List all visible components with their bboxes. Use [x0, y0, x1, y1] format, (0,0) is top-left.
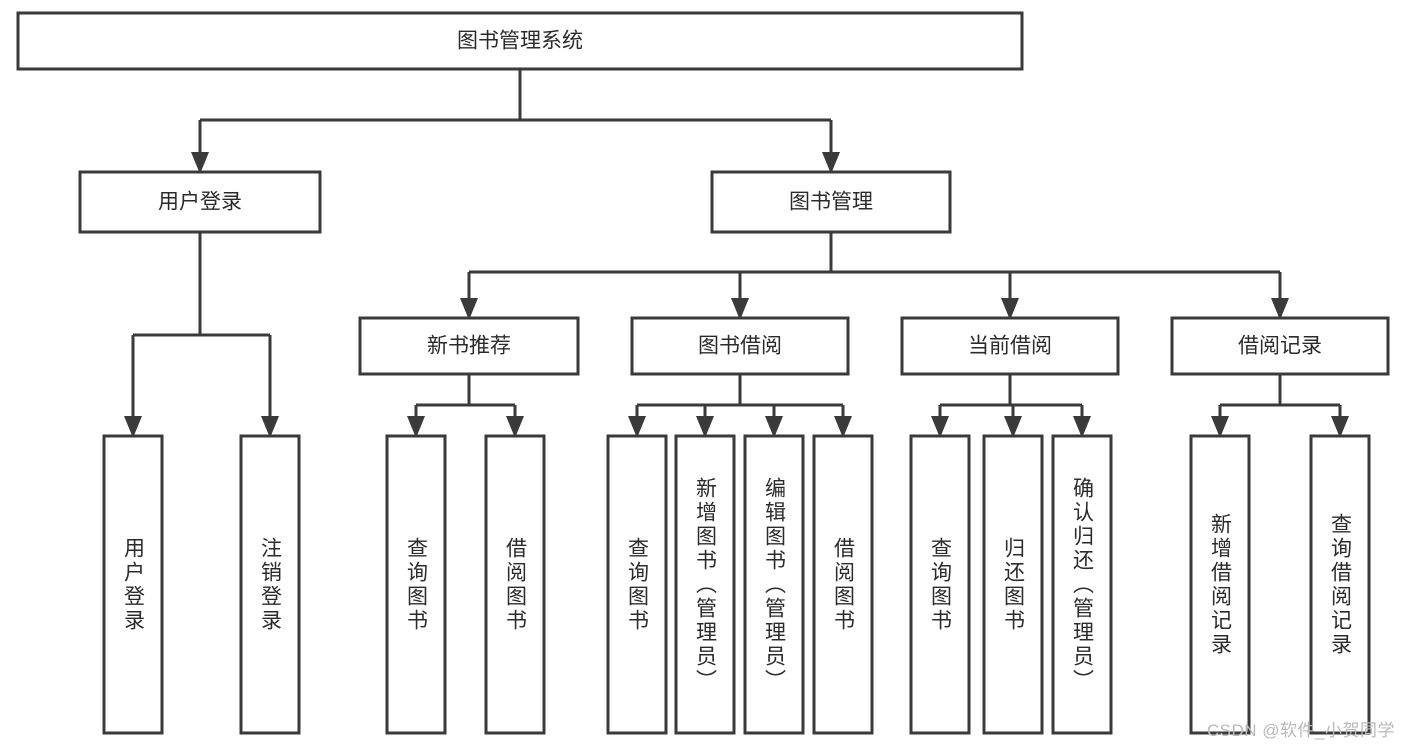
node-box-leaf-query-book-cur[interactable] [909, 434, 971, 735]
node-label-container-leaf-return-book: 归还图书 [986, 438, 1040, 731]
arrow-head-icon-leaf-query-borrow-record [1331, 416, 1349, 438]
node-label-leaf-query-book-borrow: 查询图书 [625, 536, 649, 633]
node-label-wrap-leaf-query-book-cur: 查询图书 [913, 438, 967, 731]
node-label-current-borrow: 当前借阅 [968, 335, 1052, 358]
node-box-leaf-query-borrow-record[interactable] [1309, 434, 1371, 735]
node-label-leaf-query-borrow-record: 查询借阅记录 [1328, 512, 1352, 657]
node-label-leaf-borrow-book: 借阅图书 [831, 536, 855, 633]
node-box-new-book-recommend[interactable] [358, 316, 580, 376]
node-label-root: 图书管理系统 [457, 30, 583, 53]
node-label-wrap-leaf-user-login: 用户登录 [106, 438, 160, 731]
node-label-leaf-borrow-book-rec: 借阅图书 [503, 536, 527, 633]
node-label-container-leaf-borrow-book-rec: 借阅图书 [488, 438, 542, 731]
arrow-head-icon-current-borrow [1001, 298, 1019, 320]
node-label-leaf-user-login: 用户登录 [121, 536, 145, 633]
node-label-wrap-leaf-query-book-rec: 查询图书 [389, 438, 443, 731]
arrow-head-icon-leaf-edit-book-admin [765, 416, 783, 438]
boxes-layer: 图书管理系统用户登录图书管理新书推荐图书借阅当前借阅借阅记录用户登录注销登录查询… [16, 11, 1390, 735]
node-label-container-leaf-edit-book-admin: 编辑图书（管理员） [747, 438, 801, 731]
arrow-head-icon-leaf-query-book-rec [407, 416, 425, 438]
node-box-leaf-confirm-return-admin[interactable] [1051, 434, 1113, 735]
node-box-leaf-borrow-book[interactable] [812, 434, 874, 735]
node-label-user-login: 用户登录 [158, 191, 242, 214]
node-label-container-leaf-query-book-rec: 查询图书 [389, 438, 443, 731]
node-box-leaf-borrow-book-rec[interactable] [484, 434, 546, 735]
node-box-book-manage[interactable] [710, 170, 952, 234]
node-box-current-borrow[interactable] [900, 316, 1120, 376]
connectors-layer [124, 69, 1349, 438]
arrow-head-icon-new-book-recommend [460, 298, 478, 320]
arrow-head-icon-leaf-user-logout [261, 416, 279, 438]
node-label-borrow-record: 借阅记录 [1238, 335, 1322, 358]
node-label-container-leaf-query-book-cur: 查询图书 [913, 438, 967, 731]
node-box-borrow-record[interactable] [1170, 316, 1390, 376]
arrow-head-icon-leaf-add-book-admin [696, 416, 714, 438]
node-label-leaf-return-book: 归还图书 [1001, 536, 1025, 633]
node-label-wrap-leaf-query-book-borrow: 查询图书 [610, 438, 664, 731]
node-box-root[interactable] [16, 11, 1024, 71]
arrow-head-icon-leaf-return-book [1004, 416, 1022, 438]
node-label-container-leaf-query-borrow-record: 查询借阅记录 [1313, 438, 1367, 731]
arrow-head-icon-user-login [191, 152, 209, 174]
node-label-wrap-leaf-borrow-book-rec: 借阅图书 [488, 438, 542, 731]
node-label-book-manage: 图书管理 [789, 191, 873, 214]
node-label-leaf-query-book-cur: 查询图书 [928, 536, 952, 633]
arrow-head-icon-leaf-query-book-borrow [628, 416, 646, 438]
node-box-book-borrow[interactable] [630, 316, 850, 376]
node-box-leaf-return-book[interactable] [982, 434, 1044, 735]
node-box-leaf-user-login[interactable] [102, 434, 164, 735]
node-label-leaf-edit-book-admin: 编辑图书（管理员） [762, 476, 786, 693]
arrow-head-icon-leaf-confirm-return-admin [1073, 416, 1091, 438]
node-label-wrap-leaf-edit-book-admin: 编辑图书（管理员） [747, 438, 801, 731]
node-label-container-leaf-add-borrow-record: 新增借阅记录 [1193, 438, 1247, 731]
node-label-book-borrow: 图书借阅 [698, 335, 782, 358]
node-label-wrap-leaf-borrow-book: 借阅图书 [816, 438, 870, 731]
node-box-leaf-add-borrow-record[interactable] [1189, 434, 1251, 735]
node-label-new-book-recommend: 新书推荐 [427, 335, 511, 358]
node-label-wrap-leaf-add-borrow-record: 新增借阅记录 [1193, 438, 1247, 731]
node-label-container-leaf-user-logout: 注销登录 [243, 438, 297, 731]
arrow-head-icon-leaf-add-borrow-record [1211, 416, 1229, 438]
node-label-container-leaf-query-book-borrow: 查询图书 [610, 438, 664, 731]
arrow-head-icon-leaf-query-book-cur [931, 416, 949, 438]
arrow-head-icon-leaf-user-login [124, 416, 142, 438]
node-box-leaf-add-book-admin[interactable] [674, 434, 736, 735]
node-box-leaf-query-book-borrow[interactable] [606, 434, 668, 735]
node-box-leaf-user-logout[interactable] [239, 434, 301, 735]
node-label-leaf-query-book-rec: 查询图书 [404, 536, 428, 633]
node-label-wrap-leaf-confirm-return-admin: 确认归还（管理员） [1055, 438, 1109, 731]
node-box-leaf-query-book-rec[interactable] [385, 434, 447, 735]
node-label-leaf-user-logout: 注销登录 [258, 536, 282, 633]
node-label-leaf-add-borrow-record: 新增借阅记录 [1208, 512, 1232, 657]
node-label-leaf-add-book-admin: 新增图书（管理员） [693, 476, 717, 693]
node-label-container-leaf-confirm-return-admin: 确认归还（管理员） [1055, 438, 1109, 731]
node-label-wrap-leaf-return-book: 归还图书 [986, 438, 1040, 731]
node-box-user-login[interactable] [78, 170, 322, 234]
node-label-wrap-leaf-query-borrow-record: 查询借阅记录 [1313, 438, 1367, 731]
arrow-head-icon-leaf-borrow-book [834, 416, 852, 438]
node-box-leaf-edit-book-admin[interactable] [743, 434, 805, 735]
arrow-head-icon-leaf-borrow-book-rec [506, 416, 524, 438]
node-label-container-leaf-borrow-book: 借阅图书 [816, 438, 870, 731]
node-label-wrap-leaf-add-book-admin: 新增图书（管理员） [678, 438, 732, 731]
arrow-head-icon-borrow-record [1271, 298, 1289, 320]
node-label-container-leaf-add-book-admin: 新增图书（管理员） [678, 438, 732, 731]
node-label-leaf-confirm-return-admin: 确认归还（管理员） [1070, 476, 1094, 693]
arrow-head-icon-book-borrow [731, 298, 749, 320]
node-label-container-leaf-user-login: 用户登录 [106, 438, 160, 731]
arrow-head-icon-book-manage [822, 152, 840, 174]
node-label-wrap-leaf-user-logout: 注销登录 [243, 438, 297, 731]
